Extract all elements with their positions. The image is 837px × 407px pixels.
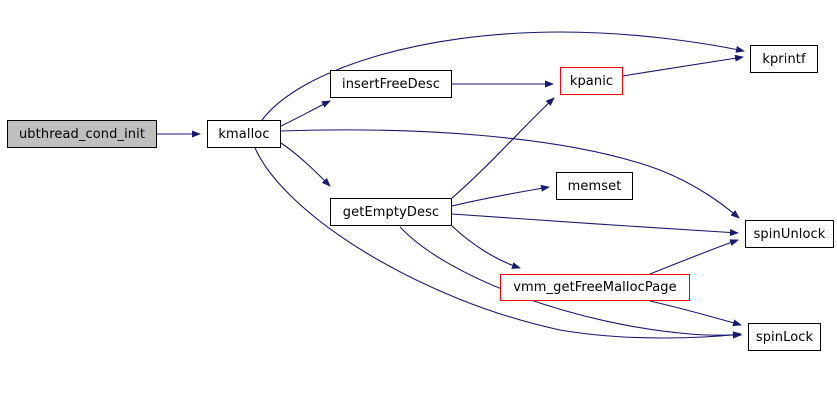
graph-node-label: kpanic <box>569 73 614 89</box>
graph-node-insertFreeDesc[interactable]: insertFreeDesc <box>330 70 452 98</box>
graph-node-label: kmalloc <box>218 126 270 142</box>
graph-node-label: vmm_getFreeMallocPage <box>513 280 677 295</box>
graph-node-label: ubthread_cond_init <box>18 126 146 142</box>
graph-edge-getEmptyDesc-to-memset <box>451 184 550 207</box>
graph-edge-getEmptyDesc-to-vmm_getFreeMallocPage <box>451 225 521 269</box>
graph-node-spinUnlock[interactable]: spinUnlock <box>745 220 834 248</box>
graph-node-label: spinLock <box>755 329 814 345</box>
graph-node-kprintf[interactable]: kprintf <box>750 45 818 73</box>
graph-edge-kmalloc-to-getEmptyDesc <box>280 142 331 187</box>
graph-node-label: spinUnlock <box>753 226 826 242</box>
graph-node-getEmptyDesc[interactable]: getEmptyDesc <box>330 198 452 226</box>
graph-node-memset[interactable]: memset <box>556 172 633 200</box>
graph-node-label: getEmptyDesc <box>342 204 440 220</box>
graph-node-label: insertFreeDesc <box>342 76 440 92</box>
graph-edge-getEmptyDesc-to-kpanic <box>451 97 555 199</box>
graph-node-ubthread_cond_init[interactable]: ubthread_cond_init <box>7 120 157 148</box>
graph-edge-vmm_getFreeMallocPage-to-spinLock <box>649 300 742 327</box>
graph-node-label: memset <box>567 178 622 194</box>
graph-node-spinLock[interactable]: spinLock <box>748 323 821 351</box>
graph-edge-kpanic-to-kprintf <box>622 54 744 77</box>
graph-node-vmm_getFreeMallocPage[interactable]: vmm_getFreeMallocPage <box>500 274 690 301</box>
graph-edge-kmalloc-to-spinLock <box>254 147 742 339</box>
graph-edge-kmalloc-to-insertFreeDesc <box>280 100 331 127</box>
graph-node-kmalloc[interactable]: kmalloc <box>207 120 281 148</box>
graph-node-label: kprintf <box>762 51 806 67</box>
graph-edge-getEmptyDesc-to-spinUnlock <box>451 213 739 237</box>
graph-edge-vmm_getFreeMallocPage-to-spinUnlock <box>649 239 739 275</box>
graph-node-kpanic[interactable]: kpanic <box>560 67 623 95</box>
